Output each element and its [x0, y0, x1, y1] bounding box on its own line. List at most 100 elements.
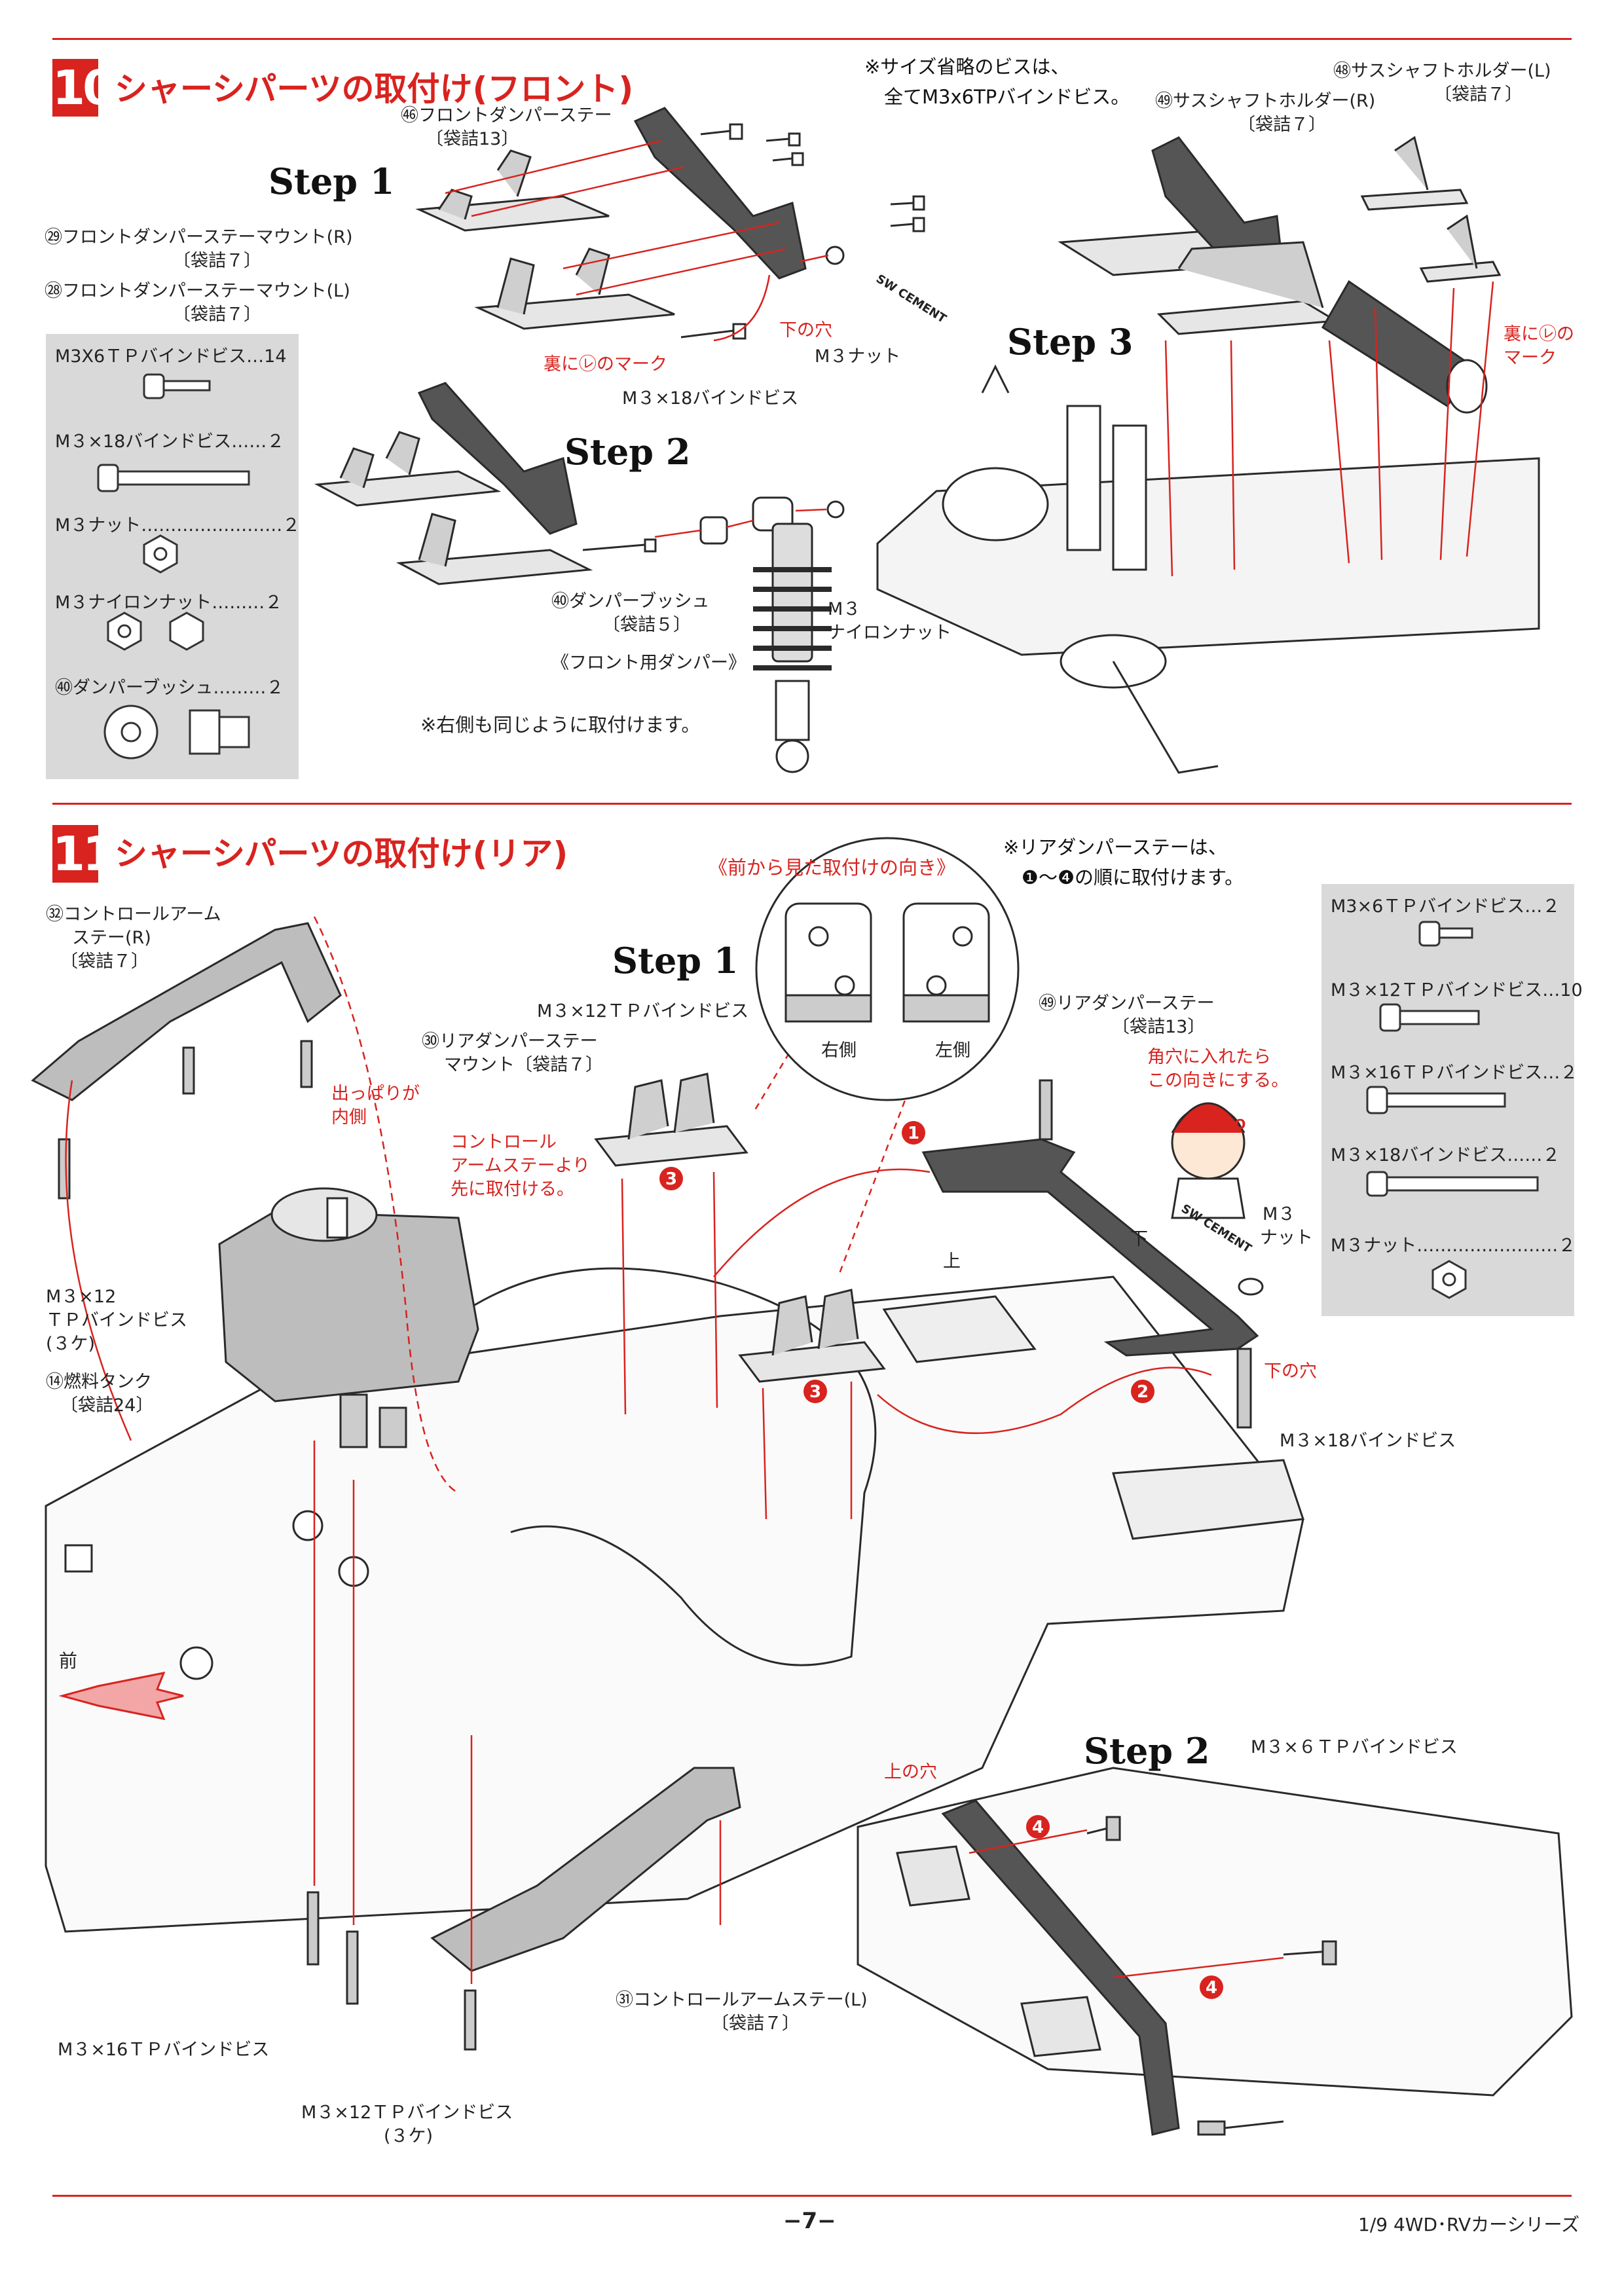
label-fuel-tank: ⑭燃料タンク	[46, 1372, 152, 1392]
label-m3x12-b: ＴＰバインドビス	[46, 1310, 187, 1331]
label-part69: ㊾リアダンパーステー	[1039, 993, 1215, 1014]
label-m3x18: M３×18バインドビス	[622, 388, 799, 409]
label-part31-bag: 〔袋詰７〕	[711, 2013, 800, 2034]
label-part28-bag: 〔袋詰７〕	[173, 304, 261, 325]
series-name: 1/9 4WD･RVカーシリーズ	[1358, 2214, 1580, 2235]
label-under-hole: 下の穴	[779, 320, 832, 340]
label-part68-bag: 〔袋詰13〕	[426, 129, 519, 149]
label-front-damper: 《フロント用ダンパー》	[551, 653, 746, 673]
step3-front-chassis	[876, 136, 1540, 774]
rear-damper-mount-top	[594, 1073, 748, 1167]
label-m3x12-a: M３×12	[46, 1287, 117, 1307]
fuel-tank	[218, 1187, 479, 1448]
label-m3x16: M３×16ＴＰバインドビス	[58, 2040, 270, 2060]
sec10-parts-box: M3X6ＴＰバインドビス…14 M３×18バインドビス……２ M３ナット……………	[46, 334, 301, 779]
section-10-title: シャーシパーツの取付け(フロント)	[115, 70, 634, 108]
label-part98-bag: 〔袋詰７〕	[1434, 84, 1522, 105]
rear-damper-stay	[921, 1079, 1264, 1429]
label-m3x12-bottom-2: (３ケ)	[384, 2126, 434, 2146]
top-rule	[52, 38, 1572, 40]
step2-rear-chassis	[857, 1767, 1573, 2136]
label-right: 右側	[821, 1040, 857, 1061]
label-l-mark-step3-2: マーク	[1504, 348, 1557, 368]
label-m3x12tp: M３×12ＴＰバインドビス	[537, 1001, 749, 1021]
sec11-parts-box: M3×6ＴＰバインドビス…２ M３×12ＴＰバインドビス…10 M３×16ＴＰバ…	[1321, 884, 1583, 1316]
label-m3x12-bottom-1: M３×12ＴＰバインドビス	[301, 2102, 513, 2123]
svg-text:2: 2	[1137, 1382, 1149, 1402]
size-note-2: 全てM3x6TPバインドビス。	[884, 86, 1130, 108]
svg-text:4: 4	[1206, 1978, 1217, 1998]
label-ctrl-note-1: コントロール	[451, 1132, 557, 1152]
orientation-diagram	[755, 837, 1020, 1101]
svg-text:3: 3	[809, 1382, 821, 1402]
label-orientation: 《前から見た取付けの向き》	[709, 856, 956, 879]
label-part29-bag: 〔袋詰７〕	[173, 251, 261, 271]
kyosho-mascot	[1171, 1102, 1246, 1219]
sec10-part-row: M３×18バインドビス……２	[55, 431, 285, 452]
label-part31: ㉛コントロールアームステー(L)	[616, 1990, 868, 2010]
label-part98: ㊽サスシャフトホルダー(L)	[1333, 61, 1551, 81]
svg-text:1: 1	[908, 1124, 919, 1143]
front-damper-stay	[633, 107, 807, 280]
rear-stay-note-1: ※リアダンパーステーは、	[1003, 836, 1227, 858]
label-nylon-nut-1: M３	[828, 599, 861, 619]
sec10-part-row: M３ナット……………………２	[55, 515, 301, 536]
label-corner-note-1: 角穴に入れたら	[1147, 1047, 1271, 1067]
front-damper-stay-mount-l	[474, 248, 675, 330]
label-ctrl-note-2: アームステーより	[451, 1156, 591, 1176]
sec11-parts-icons	[1366, 921, 1539, 1299]
sec10-parts-icons	[97, 373, 250, 760]
label-part29: ㉙フロントダンパーステーマウント(R)	[45, 227, 353, 248]
label-m3-nut: M３ナット	[815, 346, 901, 367]
sec10-step1-label: Step 1	[268, 160, 395, 202]
control-arm-stay-l	[430, 1767, 741, 1972]
step2-assembly	[314, 382, 657, 585]
sec11-part-row: M３×16ＴＰバインドビス…２	[1331, 1063, 1578, 1083]
label-under-hole-rear: 下の穴	[1264, 1361, 1317, 1382]
label-m3-nut-rear-1: M３	[1263, 1204, 1296, 1224]
label-part32-b: ステー(R)	[72, 928, 151, 948]
sec10-part-row: ㊵ダンパーブッシュ………２	[55, 678, 284, 698]
label-down: 下	[1130, 1229, 1148, 1249]
sec11-step1-label: Step 1	[612, 940, 739, 982]
rear-damper-mount-bottom	[738, 1289, 886, 1383]
sec11-part-row: M３×18バインドビス……２	[1331, 1145, 1560, 1166]
label-m3x18-rear: M３×18バインドビス	[1280, 1431, 1456, 1451]
section-11-title: シャーシパーツの取付け(リア)	[115, 835, 568, 873]
label-part32-bag: 〔袋詰７〕	[60, 951, 149, 972]
label-corner-note-2: この向きにする。	[1147, 1071, 1289, 1091]
label-l-mark-step3-1: 裏に㋹の	[1504, 324, 1574, 344]
label-l-mark: 裏に㋹のマーク	[544, 354, 667, 375]
label-front: 前	[59, 1650, 78, 1672]
svg-text:3: 3	[665, 1169, 677, 1189]
label-fuel-tank-bag: 〔袋詰24〕	[60, 1395, 154, 1416]
label-up: 上	[943, 1251, 961, 1272]
svg-text:4: 4	[1032, 1818, 1044, 1837]
label-ctrl-note-3: 先に取付ける。	[451, 1179, 574, 1200]
page-number: −7−	[783, 2208, 836, 2234]
label-mount30-b: マウント〔袋詰７〕	[444, 1055, 603, 1075]
label-part99: ㊾サスシャフトホルダー(R)	[1155, 91, 1376, 111]
label-right-side-note: ※右側も同じように取付けます。	[420, 714, 701, 736]
label-protrude-2: 内側	[331, 1107, 367, 1128]
label-damper-bushing-bag: 〔袋詰５〕	[602, 615, 691, 635]
label-upper-hole: 上の穴	[884, 1762, 937, 1782]
sec10-step3-label: Step 3	[1007, 321, 1134, 363]
bottom-rule	[52, 2195, 1572, 2197]
label-m3x6: M３×６ＴＰバインドビス	[1251, 1737, 1458, 1757]
sec10-step2-label: Step 2	[564, 431, 691, 473]
label-m3x12-c: (３ケ)	[46, 1334, 96, 1354]
middle-rule	[52, 803, 1572, 805]
sec10-part-row: M３ナイロンナット………２	[55, 593, 283, 613]
sec11-part-row: M3×6ＴＰバインドビス…２	[1331, 896, 1560, 917]
label-nylon-nut-2: ナイロンナット	[828, 623, 951, 643]
label-part68: ㊻フロントダンパーステー	[401, 105, 612, 126]
label-protrude-1: 出っぱりが	[331, 1084, 420, 1104]
label-mount30-a: ㉚リアダンパーステー	[422, 1031, 598, 1052]
sec11-part-row: M３ナット……………………２	[1331, 1236, 1576, 1256]
section-11-number: 11	[52, 825, 115, 883]
sec10-part-row: M3X6ＴＰバインドビス…14	[55, 346, 287, 367]
label-part28: ㉘フロントダンパーステーマウント(L)	[45, 281, 350, 301]
label-part99-bag: 〔袋詰７〕	[1238, 115, 1326, 135]
label-damper-bushing: ㊵ダンパーブッシュ	[551, 591, 710, 612]
